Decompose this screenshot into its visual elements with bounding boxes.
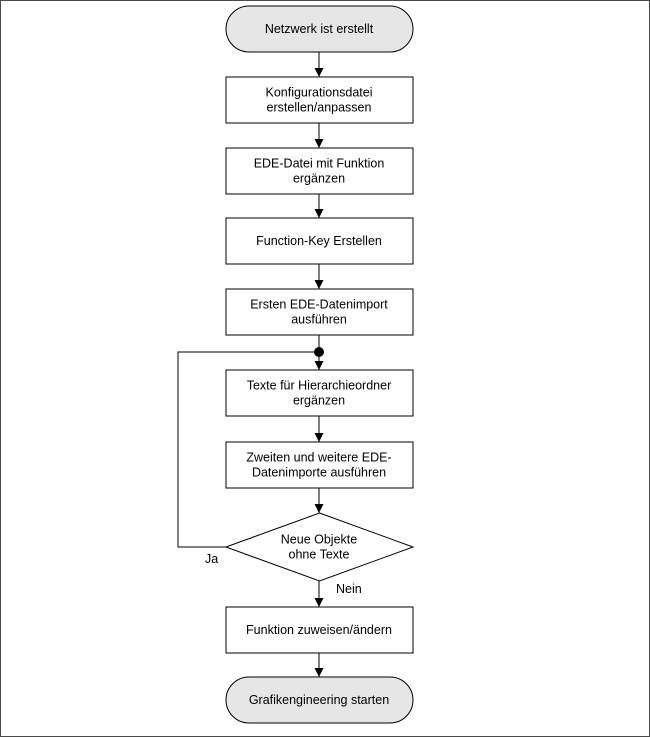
junction-dot bbox=[314, 347, 324, 357]
node-label: Netzwerk ist erstellt bbox=[265, 22, 374, 36]
process-shape bbox=[225, 147, 414, 195]
node-assign: Funktion zuweisen/ändern bbox=[225, 606, 414, 654]
node-label: Function-Key Erstellen bbox=[256, 234, 382, 248]
process-shape bbox=[225, 288, 414, 336]
node-label: Texte für Hierarchieordner bbox=[247, 379, 392, 393]
connector-line bbox=[177, 351, 320, 548]
node-label: ergänzen bbox=[293, 172, 345, 186]
node-end: Grafikengineering starten bbox=[225, 676, 414, 724]
process-shape bbox=[225, 606, 414, 654]
process-shape bbox=[225, 369, 414, 417]
node-label: Grafikengineering starten bbox=[249, 693, 389, 707]
process-shape bbox=[225, 441, 414, 489]
node-label: EDE-Datei mit Funktion bbox=[254, 157, 385, 171]
node-label: ausführen bbox=[291, 313, 347, 327]
decision-shape bbox=[224, 512, 415, 582]
node-label: Konfigurationsdatei bbox=[265, 86, 372, 100]
edge-label: Ja bbox=[205, 552, 218, 566]
process-shape bbox=[225, 217, 414, 265]
node-label: Zweiten und weitere EDE- bbox=[246, 451, 391, 465]
edge-decision-to-texte: Ja bbox=[177, 347, 324, 566]
node-label: ohne Texte bbox=[289, 548, 350, 562]
node-label: Datenimporte ausführen bbox=[252, 466, 386, 480]
edge-decision-to-assign: Nein bbox=[314, 581, 362, 607]
node-label: ergänzen bbox=[293, 394, 345, 408]
terminal-shape bbox=[225, 5, 414, 53]
terminal-shape bbox=[225, 676, 414, 724]
node-label: Ersten EDE-Datenimport bbox=[250, 298, 388, 312]
node-label: erstellen/anpassen bbox=[267, 101, 372, 115]
edge-label: Nein bbox=[336, 582, 362, 596]
node-label: Funktion zuweisen/ändern bbox=[246, 623, 392, 637]
node-import2: Zweiten und weitere EDE-Datenimporte aus… bbox=[225, 441, 414, 489]
process-shape bbox=[225, 76, 414, 124]
node-label: Neue Objekte bbox=[281, 533, 357, 547]
node-start: Netzwerk ist erstellt bbox=[225, 5, 414, 53]
node-fkey: Function-Key Erstellen bbox=[225, 217, 414, 265]
